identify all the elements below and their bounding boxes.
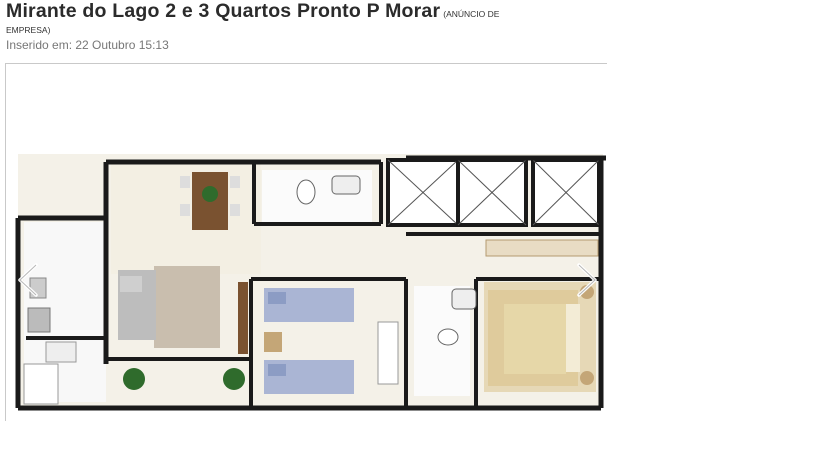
ad-type-tag: (ANÚNCIO DE [443, 9, 500, 19]
image-gallery[interactable] [5, 63, 607, 421]
title-line: Mirante do Lago 2 e 3 Quartos Pronto P M… [6, 0, 606, 25]
posted-date: Inserido em: 22 Outubro 15:13 [6, 38, 169, 52]
listing-title: Mirante do Lago 2 e 3 Quartos Pronto P M… [6, 0, 441, 22]
previous-image-button[interactable] [14, 262, 42, 298]
chevron-right-icon [573, 262, 601, 298]
listing-header: Mirante do Lago 2 e 3 Quartos Pronto P M… [6, 0, 606, 36]
floor-plan-image [15, 154, 606, 411]
next-image-button[interactable] [573, 262, 601, 298]
ad-type-tag-continued: EMPRESA) [6, 25, 51, 35]
chevron-left-icon [14, 262, 42, 298]
